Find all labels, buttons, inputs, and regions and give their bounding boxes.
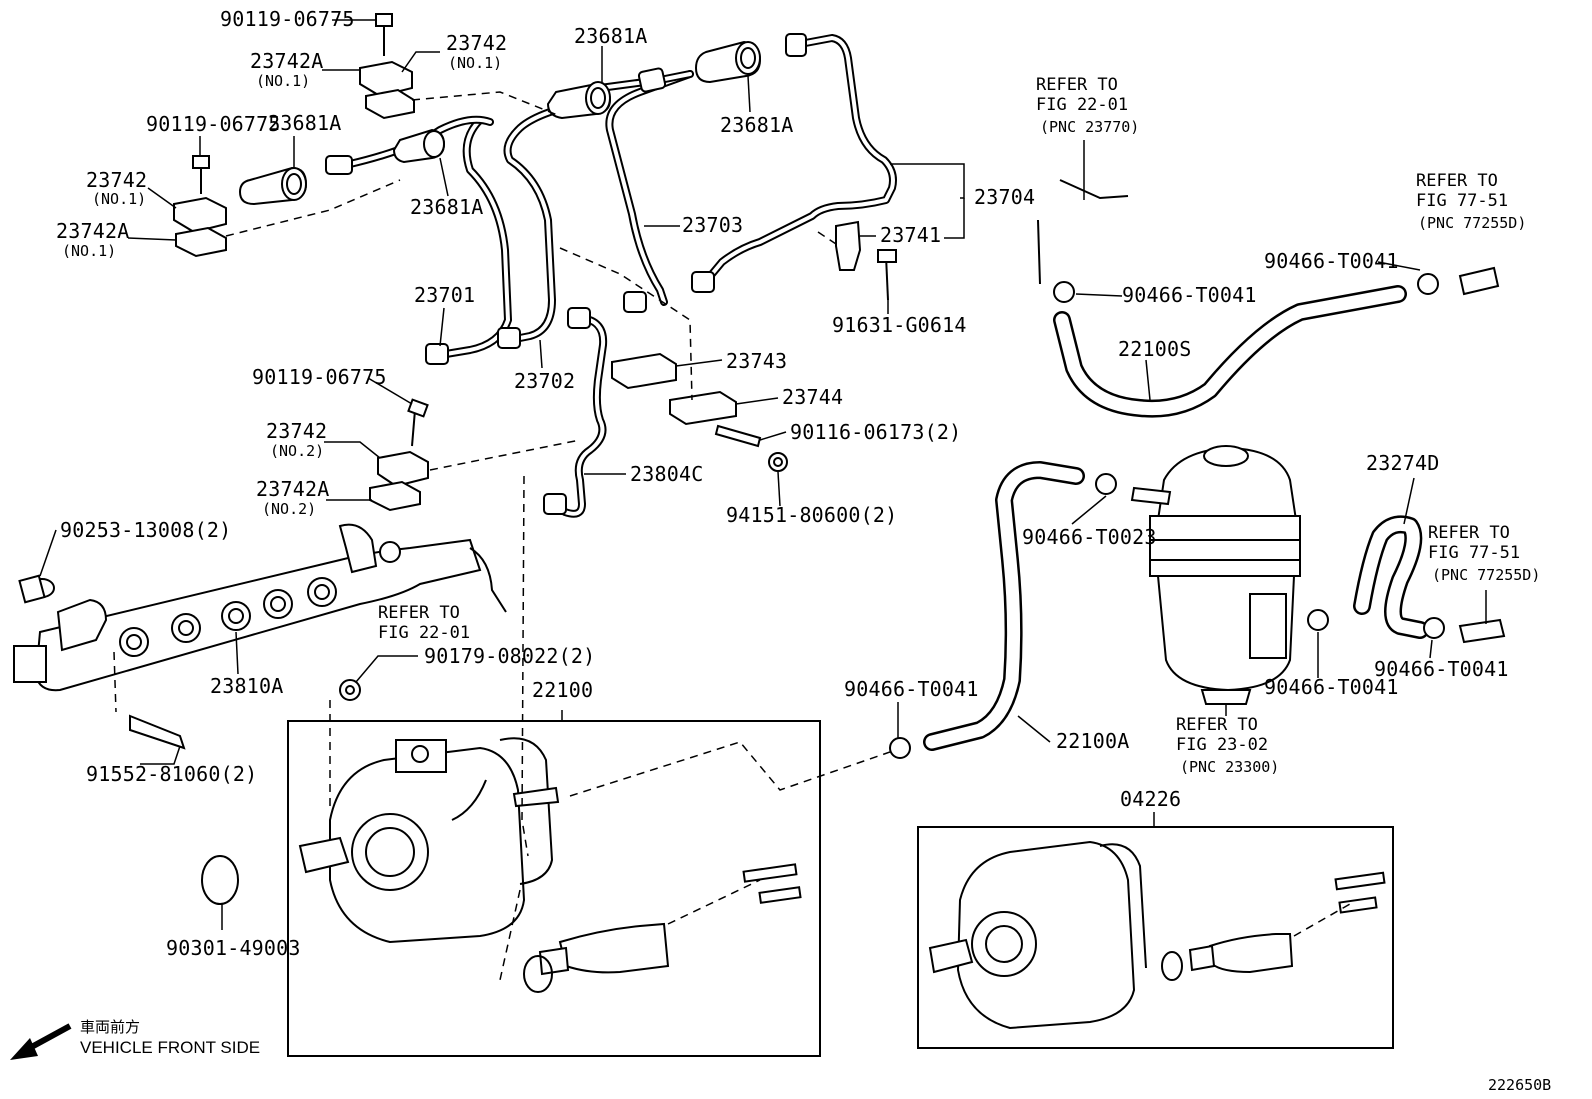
label-22100S: 22100S xyxy=(1118,337,1191,361)
misc-parts xyxy=(18,574,361,905)
label-90466-T0041-d: 90466-T0041 xyxy=(1374,657,1509,681)
injection-pipes xyxy=(346,34,897,518)
clamp-set-low xyxy=(369,398,429,512)
label-23681A-right: 23681A xyxy=(720,113,793,137)
ref-fig-22-01-rail-line1: REFER TO xyxy=(378,603,460,623)
label-90116-06173: 90116-06173(2) xyxy=(790,420,961,444)
supply-pump-kit-04226 xyxy=(928,840,1386,1030)
label-23810A: 23810A xyxy=(210,674,283,698)
stud-and-nut xyxy=(714,424,788,472)
label-23742-no1-a-sub: (NO.1) xyxy=(448,54,502,72)
label-23744: 23744 xyxy=(782,385,843,409)
ref-fig-22-01-top-line2: FIG 22-01 xyxy=(1036,95,1128,115)
label-23742A-no1-b: 23742A xyxy=(56,219,129,243)
nozzle-seal-left xyxy=(238,166,308,206)
label-90466-T0041-a: 90466-T0041 xyxy=(1264,249,1399,273)
label-90466-T0041-c: 90466-T0041 xyxy=(1264,675,1399,699)
label-23681A-top: 23681A xyxy=(574,24,647,48)
ref-fig-77-51-top-line2: FIG 77-51 xyxy=(1416,191,1508,211)
label-04226: 04226 xyxy=(1120,787,1181,811)
pipe-clamps xyxy=(173,13,897,512)
nozzle-seal-top xyxy=(546,81,612,120)
label-91552-81060: 91552-81060(2) xyxy=(86,762,257,786)
front-side-en: VEHICLE FRONT SIDE xyxy=(80,1038,260,1057)
label-91631-G0614: 91631-G0614 xyxy=(832,313,967,337)
label-90466-T0041-b: 90466-T0041 xyxy=(1122,283,1257,307)
label-23703: 23703 xyxy=(682,213,743,237)
label-23742-no1-b: 23742 xyxy=(86,168,147,192)
bracket-23741 xyxy=(835,220,897,301)
label-23742A-no2-sub: (NO.2) xyxy=(262,500,316,518)
refer-to-notes: REFER TO FIG 22-01 (PNC 23770) REFER TO … xyxy=(378,75,1540,776)
label-23742A-no1-a-sub: (NO.1) xyxy=(256,72,310,90)
dashed-guides xyxy=(113,91,1351,981)
label-90179-08022: 90179-08022(2) xyxy=(424,644,595,668)
common-rail xyxy=(13,523,507,750)
label-23742A-no1-a: 23742A xyxy=(250,49,323,73)
ref-fig-77-51-mid-line1: REFER TO xyxy=(1428,523,1510,543)
label-23742-no2-sub: (NO.2) xyxy=(270,442,324,460)
fuel-filter xyxy=(1130,445,1301,705)
label-23741: 23741 xyxy=(880,223,941,247)
label-94151-80600: 94151-80600(2) xyxy=(726,503,897,527)
label-90119-06775-a: 90119-06775 xyxy=(220,7,355,31)
hose-clips xyxy=(889,273,1445,759)
ref-fig-22-01-top-line3: (PNC 23770) xyxy=(1040,118,1139,136)
leader-lines xyxy=(39,19,1487,930)
nozzle-seals xyxy=(238,33,807,515)
label-90301-49003: 90301-49003 xyxy=(166,936,301,960)
label-23274D: 23274D xyxy=(1366,451,1439,475)
label-23704: 23704 xyxy=(974,185,1035,209)
part-labels: 90119-06775 23742 (NO.1) 23742A (NO.1) 2… xyxy=(56,7,1509,960)
ref-fig-23-02-line2: FIG 23-02 xyxy=(1176,735,1268,755)
kit-04226-frame xyxy=(917,826,1394,1049)
ref-fig-23-02-line3: (PNC 23300) xyxy=(1180,758,1279,776)
label-23743: 23743 xyxy=(726,349,787,373)
supply-pump-22100 xyxy=(298,737,802,993)
ref-fig-77-51-mid-line2: FIG 77-51 xyxy=(1428,543,1520,563)
label-90119-06775-b: 90119-06775 xyxy=(146,112,281,136)
label-23742-no2: 23742 xyxy=(266,419,327,443)
label-23681A-mid: 23681A xyxy=(410,195,483,219)
label-22100: 22100 xyxy=(532,678,593,702)
fuel-hoses xyxy=(923,179,1506,751)
label-23742-no1-a: 23742 xyxy=(446,31,507,55)
label-23804C: 23804C xyxy=(630,462,703,486)
ref-fig-23-02-line1: REFER TO xyxy=(1176,715,1258,735)
label-23701: 23701 xyxy=(414,283,475,307)
label-23742A-no2: 23742A xyxy=(256,477,329,501)
clamp-23744 xyxy=(669,390,737,426)
clamp-23743 xyxy=(611,352,677,390)
label-90119-06775-c: 90119-06775 xyxy=(252,365,387,389)
pump-22100-frame xyxy=(287,720,821,1057)
nozzle-seal-right xyxy=(694,40,762,84)
label-22100A: 22100A xyxy=(1056,729,1129,753)
label-90466-T0041-e: 90466-T0041 xyxy=(844,677,979,701)
label-23742-no1-b-sub: (NO.1) xyxy=(92,190,146,208)
label-90466-T0023: 90466-T0023 xyxy=(1022,525,1157,549)
label-23681A-left: 23681A xyxy=(268,111,341,135)
ref-fig-77-51-top-line3: (PNC 77255D) xyxy=(1418,214,1526,232)
front-side-jp: 車両前方 xyxy=(80,1018,140,1036)
ref-fig-77-51-mid-line3: (PNC 77255D) xyxy=(1432,566,1540,584)
diagram-code: 222650B xyxy=(1488,1076,1551,1094)
nozzle-seal-mid xyxy=(392,128,446,164)
ref-fig-22-01-top-line1: REFER TO xyxy=(1036,75,1118,95)
label-23742A-no1-b-sub: (NO.1) xyxy=(62,242,116,260)
label-23702: 23702 xyxy=(514,369,575,393)
clamp-set-mid xyxy=(173,155,227,258)
ref-fig-22-01-rail-line2: FIG 22-01 xyxy=(378,623,470,643)
front-arrow-icon xyxy=(10,1023,72,1060)
label-90253-13008: 90253-13008(2) xyxy=(60,518,231,542)
ref-fig-77-51-top-line1: REFER TO xyxy=(1416,171,1498,191)
clamp-set-top xyxy=(359,13,415,120)
